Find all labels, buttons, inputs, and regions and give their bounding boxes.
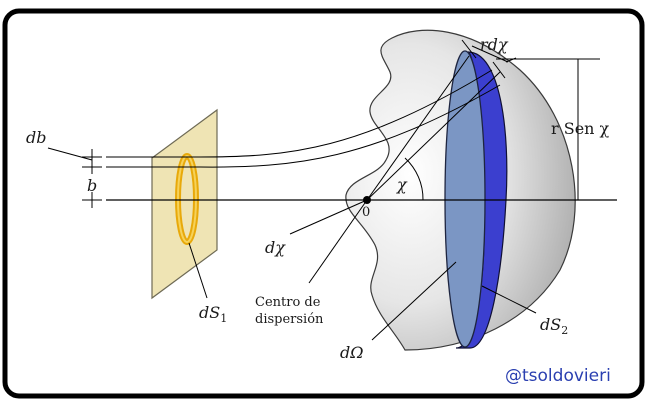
label-chi: χ — [396, 175, 408, 194]
rdchi-tick-1 — [461, 39, 477, 59]
label-b: b — [87, 176, 97, 195]
label-db: db — [26, 128, 46, 147]
label-rdchi: rdχ — [480, 35, 509, 54]
origin-dot — [363, 196, 371, 204]
label-dchi: dχ — [265, 238, 286, 257]
label-centro-2: dispersión — [255, 312, 324, 327]
trajectory-1 — [199, 69, 493, 158]
label-centro-1: Centro de — [255, 295, 321, 310]
cone-line-2 — [366, 71, 501, 201]
db-leader — [47, 147, 93, 161]
extension-line-2 — [308, 199, 368, 284]
label-dS1: dS1 — [199, 303, 227, 325]
cone-line-1 — [366, 55, 470, 201]
ring-dS1-inner — [177, 155, 197, 243]
rdchi-tick-2 — [492, 61, 506, 79]
dS1-leader — [188, 242, 208, 299]
label-dOmega: dΩ — [340, 343, 364, 362]
label-r-sen-chi: r Sen χ — [551, 119, 610, 138]
label-origin: 0 — [362, 205, 370, 220]
angle-arc — [404, 157, 424, 201]
dOmega-leader — [371, 261, 457, 341]
band-dS2-front — [444, 50, 486, 348]
extension-line-1 — [289, 199, 368, 235]
credit-text: @tsoldovieri — [505, 366, 611, 386]
trajectory-2 — [199, 84, 501, 168]
label-dS2: dS2 — [540, 315, 568, 337]
dS2-leader — [481, 285, 537, 314]
